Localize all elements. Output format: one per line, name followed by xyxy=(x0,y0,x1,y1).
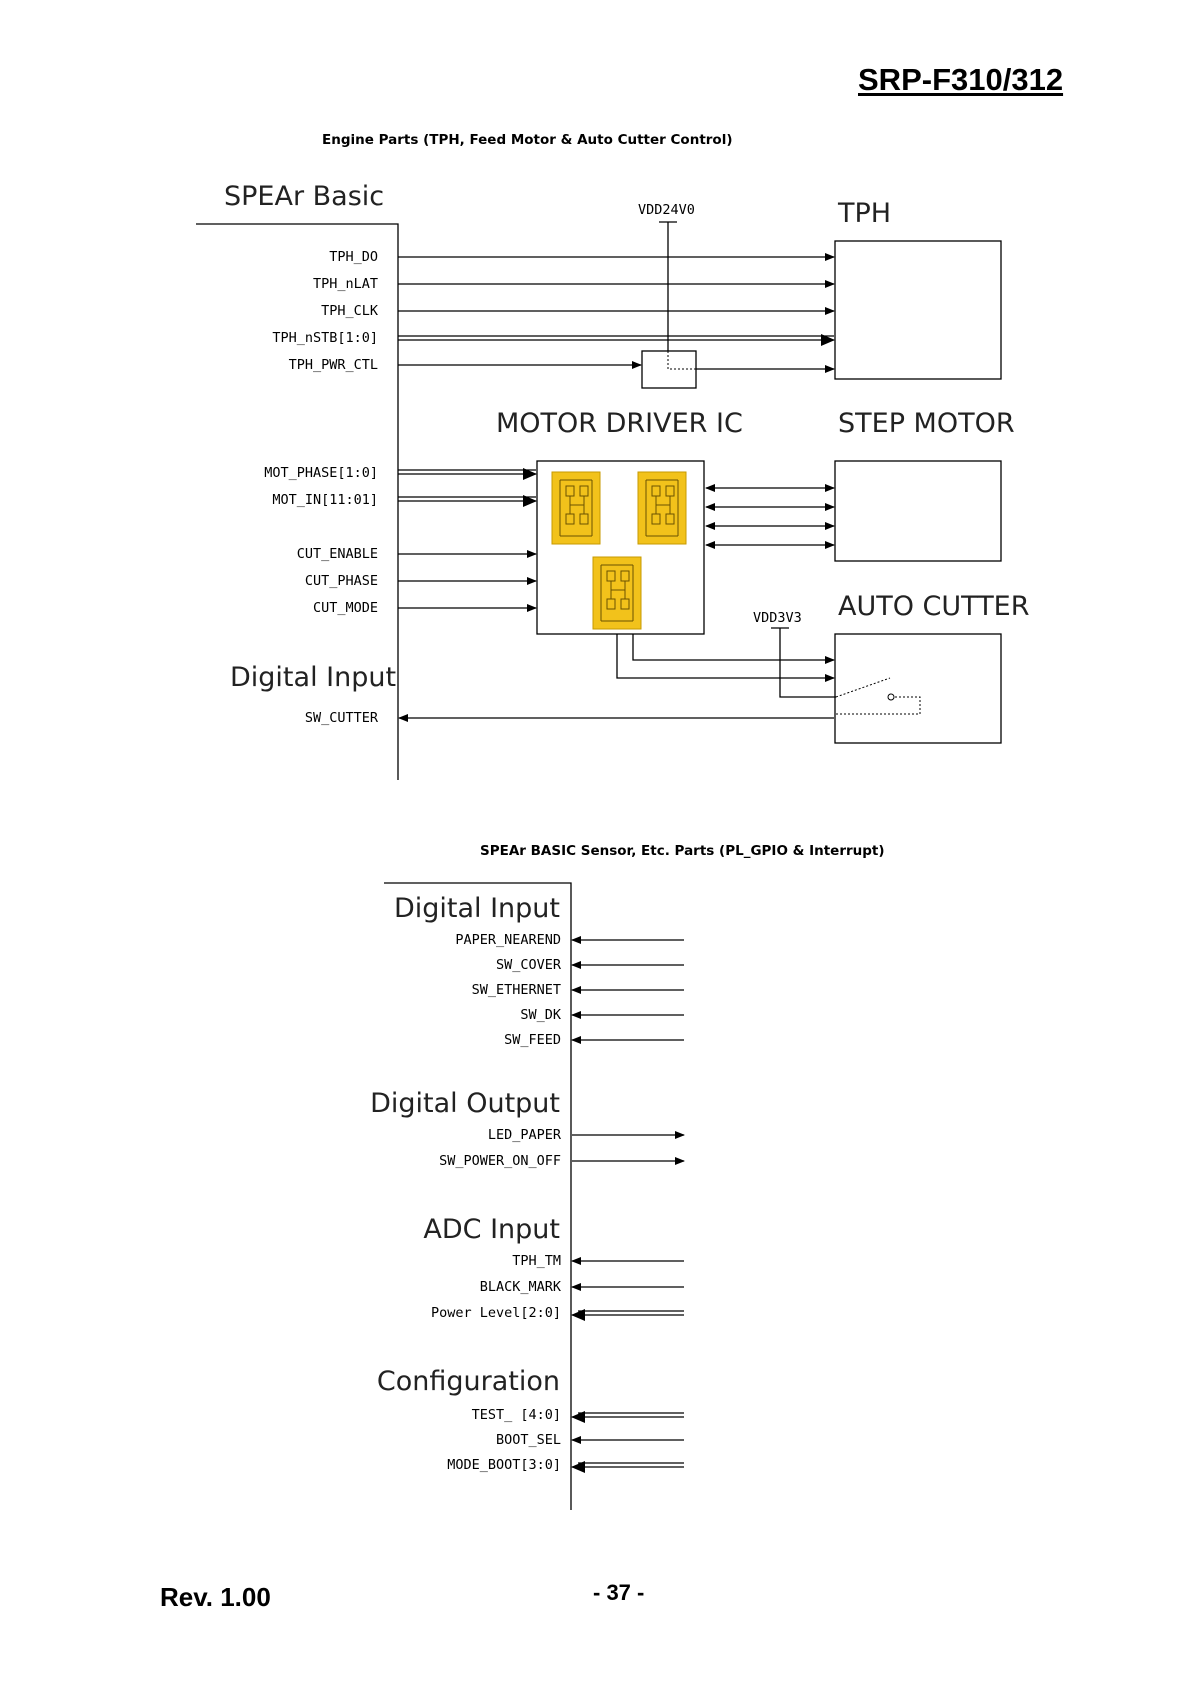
signal-tph-do: TPH_DO xyxy=(329,249,378,265)
cutter-switch-return xyxy=(836,696,921,715)
group-digital-input: Digital Input xyxy=(394,893,560,924)
tph-block xyxy=(834,240,1002,380)
spear-basic-label: SPEAr Basic xyxy=(224,181,384,212)
signal-mot-in: MOT_IN[11:01] xyxy=(272,492,378,508)
cutter-switch-lever xyxy=(835,677,891,698)
wire-cutter-drive-1 xyxy=(632,634,835,664)
signal-tph-tm: TPH_TM xyxy=(512,1253,561,1269)
h-bridge-1 xyxy=(551,471,601,545)
document-id: SRP-F310/312 xyxy=(858,62,1064,97)
step-motor-label: STEP MOTOR xyxy=(838,408,1015,439)
signal-sw-feed: SW_FEED xyxy=(504,1032,561,1048)
signal-mode-boot: MODE_BOOT[3:0] xyxy=(447,1457,561,1473)
tph-signal-group: TPH_DO TPH_nLAT TPH_CLK TPH_nSTB[1:0] TP… xyxy=(272,249,835,373)
spear-sensor-boundary xyxy=(384,882,572,1510)
motor-driver-label: MOTOR DRIVER IC xyxy=(496,408,743,439)
cutter-switch-feed xyxy=(779,628,836,698)
vdd33-label: VDD3V3 xyxy=(753,610,802,626)
vdd24-label: VDD24V0 xyxy=(638,202,695,218)
signal-cut-mode: CUT_MODE xyxy=(313,600,378,616)
signal-boot-sel: BOOT_SEL xyxy=(496,1432,561,1448)
step-motor-wires xyxy=(705,484,835,549)
cutter-switch-contact xyxy=(887,693,895,701)
group-configuration: Configuration xyxy=(377,1366,560,1397)
signal-tph-nlat: TPH_nLAT xyxy=(313,276,378,292)
signal-power-level: Power Level[2:0] xyxy=(431,1305,561,1321)
tph-switch-path xyxy=(667,351,696,370)
signal-mot-phase: MOT_PHASE[1:0] xyxy=(264,465,378,481)
spear-basic-boundary xyxy=(196,223,399,780)
digital-input-label: Digital Input xyxy=(230,662,396,693)
signal-tph-clk: TPH_CLK xyxy=(321,303,379,319)
signal-led-paper: LED_PAPER xyxy=(488,1127,562,1143)
wire-cutter-drive-2 xyxy=(616,634,835,682)
h-bridge-3 xyxy=(592,556,642,630)
signal-sw-power: SW_POWER_ON_OFF xyxy=(439,1153,561,1169)
signal-sw-dk: SW_DK xyxy=(520,1007,562,1023)
group-digital-output: Digital Output xyxy=(370,1088,560,1119)
motor-signal-group: MOT_PHASE[1:0] MOT_IN[11:01] xyxy=(264,465,537,508)
h-bridge-2 xyxy=(637,471,687,545)
signal-sw-cover: SW_COVER xyxy=(496,957,562,973)
revision-label: Rev. 1.00 xyxy=(160,1582,271,1612)
signal-paper-nearend: PAPER_NEAREND xyxy=(455,932,561,948)
signal-sw-ethernet: SW_ETHERNET xyxy=(472,982,561,998)
signal-tph-pwr-ctl: TPH_PWR_CTL xyxy=(289,357,378,373)
tph-label: TPH xyxy=(837,198,891,229)
signal-tph-nstb: TPH_nSTB[1:0] xyxy=(272,330,378,346)
auto-cutter-label: AUTO CUTTER xyxy=(838,591,1030,622)
signal-sw-cutter: SW_CUTTER xyxy=(305,710,379,726)
signal-black-mark: BLACK_MARK xyxy=(480,1279,562,1295)
cutter-signal-group: CUT_ENABLE CUT_PHASE CUT_MODE xyxy=(297,546,537,616)
signal-cut-phase: CUT_PHASE xyxy=(305,573,378,589)
group-adc-input: ADC Input xyxy=(423,1214,560,1245)
diagram1-caption: Engine Parts (TPH, Feed Motor & Auto Cut… xyxy=(322,132,733,148)
auto-cutter-block xyxy=(834,633,1002,744)
signal-test: TEST_ [4:0] xyxy=(472,1407,561,1423)
diagram2-caption: SPEAr BASIC Sensor, Etc. Parts (PL_GPIO … xyxy=(480,843,885,859)
page-number: - 37 - xyxy=(593,1580,645,1605)
signal-cut-enable: CUT_ENABLE xyxy=(297,546,378,562)
step-motor-block xyxy=(834,460,1002,562)
